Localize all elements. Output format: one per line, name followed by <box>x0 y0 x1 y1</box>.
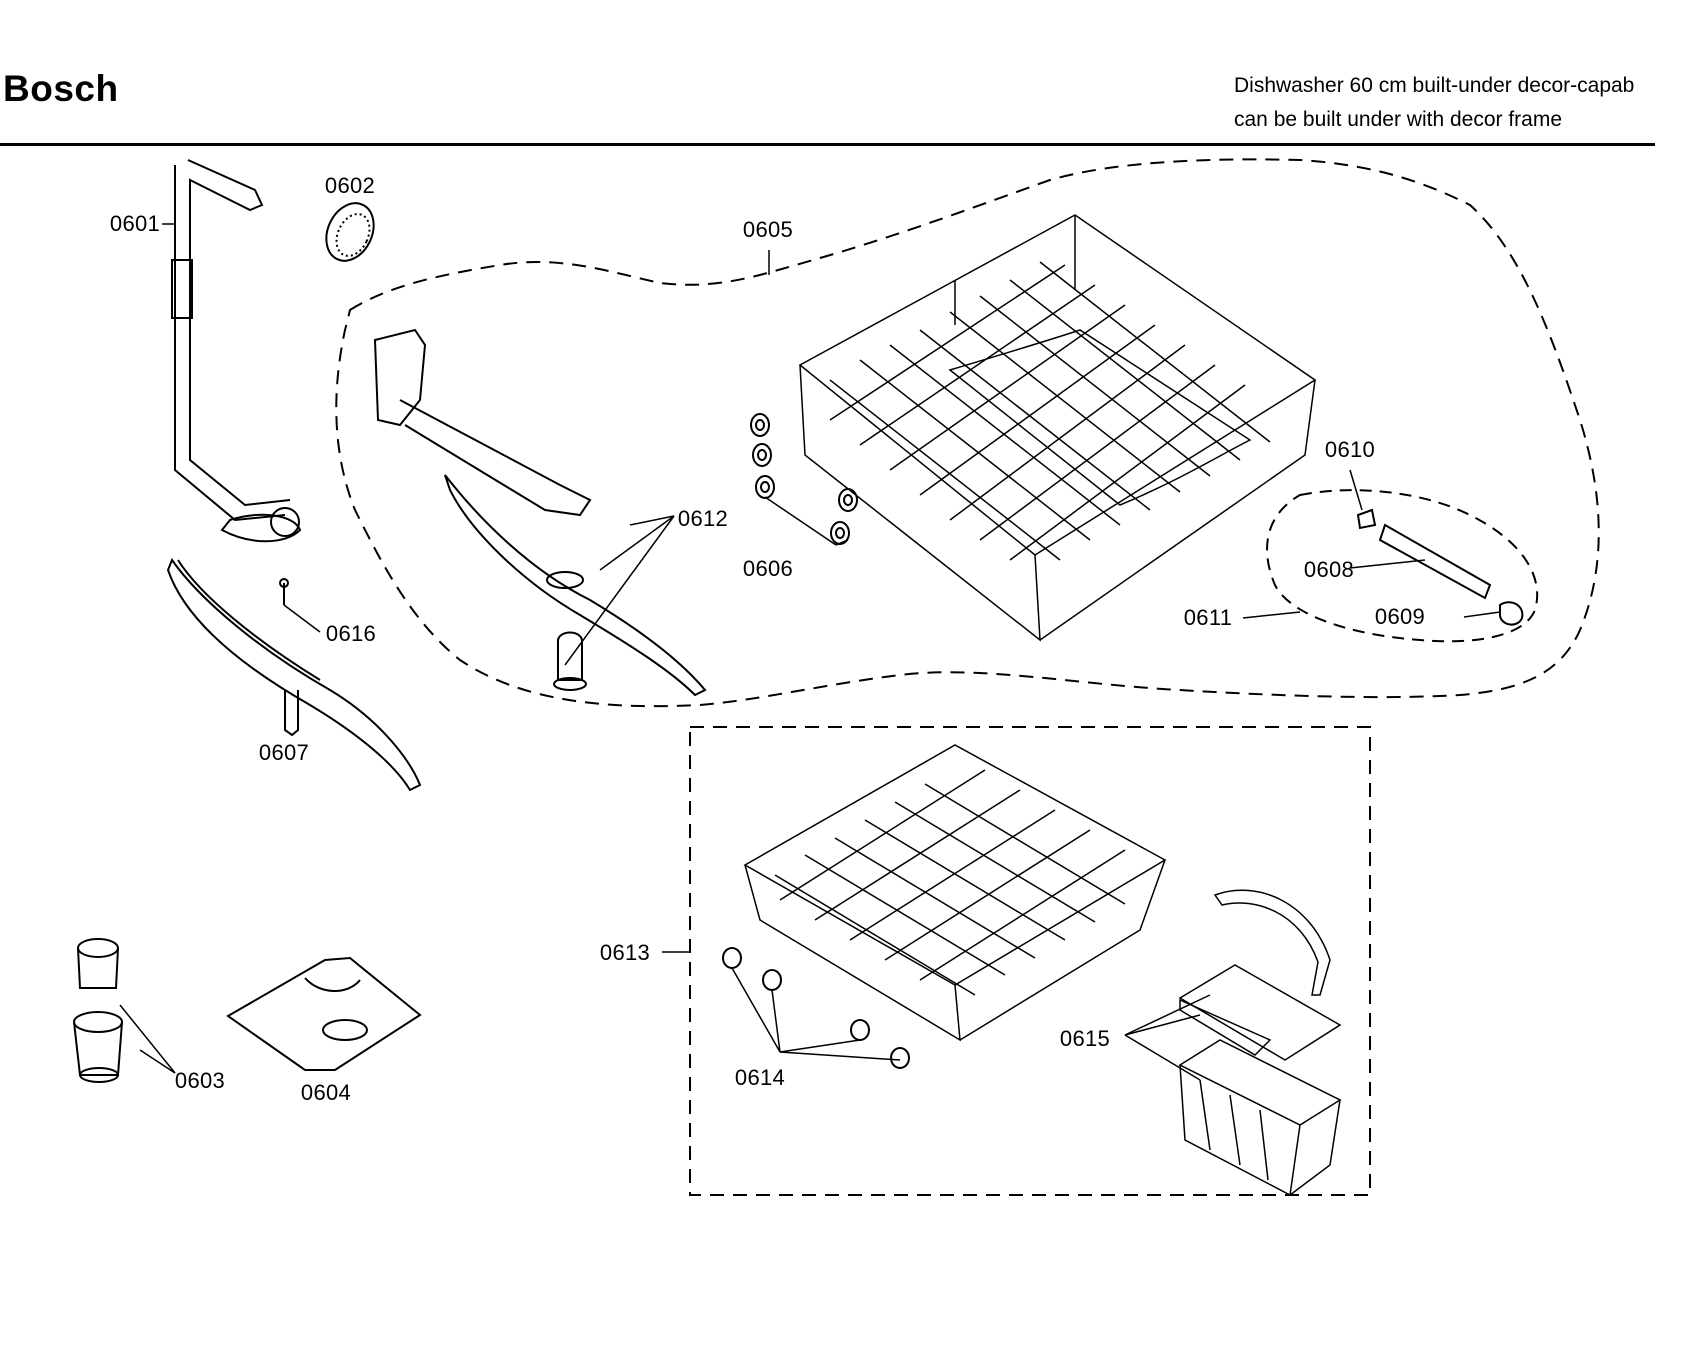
model-description-line-1: Dishwasher 60 cm built-under decor-capab <box>1234 74 1635 97</box>
cutlery-basket-part <box>1178 889 1342 1197</box>
lower-wheel-set-part <box>722 947 910 1069</box>
screw-part <box>279 578 289 605</box>
filter-disc-part <box>325 202 375 262</box>
rail-part <box>1356 508 1524 626</box>
part-label-0611: 0611 <box>1183 605 1233 630</box>
part-label-0609: 0609 <box>1374 604 1426 629</box>
part-label-0608: 0608 <box>1303 557 1355 582</box>
part-label-0616: 0616 <box>325 621 377 646</box>
part-label-0615: 0615 <box>1059 1026 1111 1051</box>
supply-pipe-part <box>171 159 302 543</box>
part-label-0613: 0613 <box>599 940 651 965</box>
part-label-0606: 0606 <box>742 556 794 581</box>
part-label-0614: 0614 <box>734 1065 786 1090</box>
brand-title: Bosch <box>3 68 119 109</box>
lower-spray-arm-part <box>166 557 422 792</box>
part-label-0604: 0604 <box>300 1080 352 1105</box>
upper-basket-part <box>798 214 1317 642</box>
leader-lines <box>119 223 1501 1081</box>
lower-basket-group-outline <box>689 726 1371 1196</box>
part-label-0603: 0603 <box>174 1068 226 1093</box>
model-description-line-2: can be built under with decor frame <box>1234 108 1563 131</box>
part-label-0607: 0607 <box>258 740 310 765</box>
rail-group-outline <box>1266 489 1539 643</box>
upper-basket-group-outline <box>335 158 1600 708</box>
filter-cylinder-part <box>73 938 123 1083</box>
part-label-0602: 0602 <box>324 173 376 198</box>
upper-spray-arm-part <box>373 328 707 697</box>
part-label-0601: 0601 <box>109 211 161 236</box>
lower-basket-part <box>743 744 1167 1042</box>
header-divider <box>0 143 1655 146</box>
part-label-0610: 0610 <box>1324 437 1376 462</box>
flat-sheet-part <box>226 956 422 1071</box>
part-label-0605: 0605 <box>742 217 794 242</box>
part-label-0612: 0612 <box>677 506 729 531</box>
